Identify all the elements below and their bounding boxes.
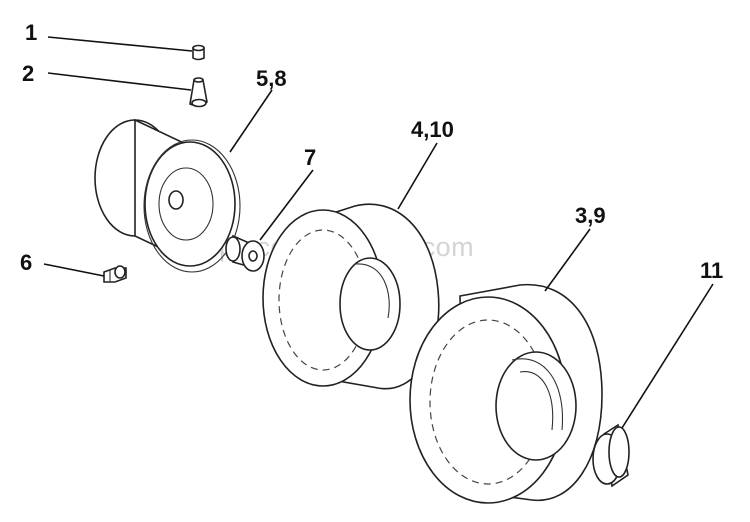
bolt-part [103, 265, 127, 283]
leader-line-2 [47, 72, 192, 91]
leader-line-7 [259, 169, 314, 241]
leader-line-4-10 [397, 142, 438, 210]
leader-line-11 [621, 283, 714, 429]
callout-2: 2 [22, 61, 34, 86]
rim-part [94, 118, 241, 273]
callout-3-9: 3,9 [575, 203, 606, 228]
callout-6: 6 [20, 250, 32, 275]
leader-line-3-9 [544, 228, 591, 292]
bushing-part [225, 234, 265, 272]
callout-7: 7 [304, 145, 316, 170]
callout-4-10: 4,10 [411, 117, 454, 142]
leader-line-5-8 [229, 89, 273, 153]
rear-tire-part [409, 283, 603, 504]
callout-5-8: 5,8 [256, 66, 287, 91]
hub-cap-part [592, 423, 630, 488]
valve-stem-part [189, 77, 208, 108]
leader-line-6 [43, 263, 105, 277]
front-tire-part [262, 203, 440, 390]
callout-1: 1 [25, 20, 37, 45]
leader-line-1 [47, 36, 193, 52]
valve-cap-part [192, 44, 205, 61]
callout-11: 11 [700, 258, 723, 283]
